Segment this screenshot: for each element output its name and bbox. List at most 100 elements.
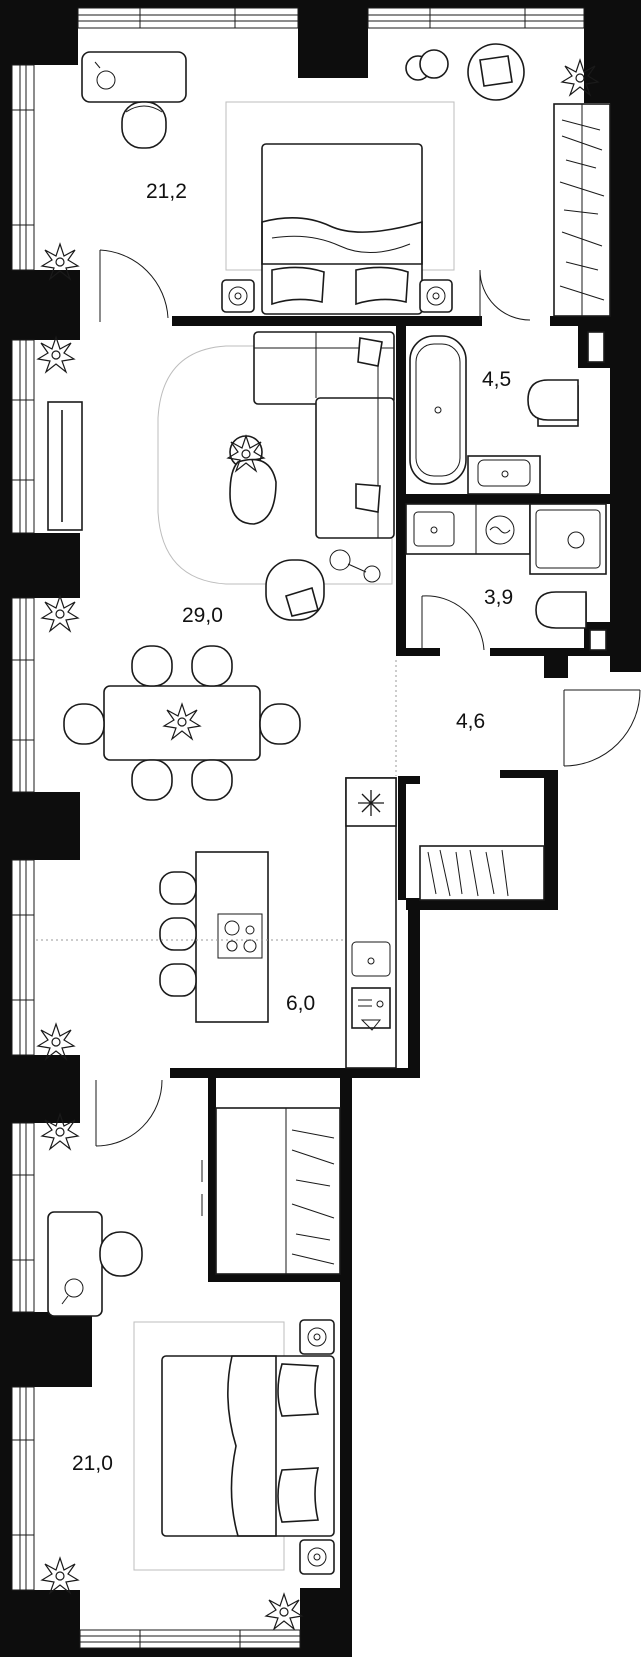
nightstand (299, 1319, 335, 1355)
bar-stool (159, 963, 197, 997)
toilet-bowl (535, 591, 587, 629)
coffee-table (229, 458, 277, 525)
tv-console (47, 401, 83, 531)
bathtub (409, 335, 467, 485)
pillow (271, 266, 325, 306)
sofa-chaise (315, 397, 395, 539)
area-label-bedroom-bottom: 21,0 (72, 1452, 113, 1475)
kitchen-island (195, 851, 269, 1023)
dish-icon (358, 999, 384, 1031)
windows (11, 7, 585, 1649)
door-swing (95, 1079, 163, 1147)
wall-top (78, 0, 584, 8)
door-swing (479, 269, 531, 321)
dining-table (103, 685, 261, 761)
floor-lamp (363, 565, 381, 583)
wardrobe-hangers (559, 104, 605, 316)
window (11, 1122, 35, 1313)
fridge (345, 777, 397, 827)
snowflake-icon (358, 790, 384, 816)
chair (191, 759, 233, 801)
wall-bath (396, 316, 406, 656)
wall-entry (500, 770, 558, 778)
rug (157, 345, 393, 585)
bedroom-top-furniture (81, 43, 611, 317)
area-label-bathroom: 4,5 (482, 368, 511, 391)
wall-bath (490, 648, 610, 656)
side-table (419, 49, 449, 79)
area-label-bedroom-top: 21,2 (146, 180, 187, 203)
wall-pier (0, 1055, 80, 1123)
hall-wardrobe (419, 845, 545, 901)
wall-entry (398, 776, 420, 784)
plant-icon (41, 595, 79, 632)
wall-bath (396, 494, 610, 504)
window (11, 1386, 35, 1591)
chair (99, 1231, 143, 1277)
nightstand (419, 279, 453, 313)
door-swing (421, 595, 485, 651)
plant-icon (37, 1023, 75, 1060)
wall-pier (0, 792, 80, 860)
toilet-bowl (527, 379, 579, 421)
wall-pier (0, 1590, 80, 1657)
area-labels: 21,2 4,5 29,0 3,9 4,6 6,0 21,0 (72, 180, 513, 1475)
window (367, 7, 585, 29)
wall-kitchen (340, 1068, 420, 1078)
wall-pier (300, 1588, 352, 1657)
closet (215, 1107, 341, 1275)
nightstand (221, 279, 255, 313)
wall-bath (406, 648, 440, 656)
living-room-furniture (47, 331, 397, 801)
desk-lamp (96, 70, 116, 90)
vanity (467, 455, 541, 495)
area-label-living-room: 29,0 (182, 604, 223, 627)
wall-pier (298, 0, 368, 78)
chair (131, 645, 173, 687)
cooktop (217, 913, 263, 959)
dishwasher (351, 987, 391, 1029)
wall-bottom (80, 1648, 300, 1657)
wall-pier (0, 1312, 92, 1387)
plant-icon (37, 336, 75, 373)
wall-right-lower (340, 1068, 352, 1588)
pillow (277, 1363, 320, 1417)
wall-pier (0, 270, 80, 340)
laundry-furniture (405, 503, 607, 629)
pillow (277, 1467, 320, 1523)
desk (47, 1211, 103, 1317)
window (11, 597, 35, 793)
door-swing (99, 249, 169, 322)
chair (63, 703, 105, 745)
pillow (355, 266, 409, 306)
window (77, 7, 299, 29)
wall-entry (544, 656, 568, 678)
wall-right (610, 0, 641, 672)
shaft (587, 331, 605, 363)
cushion (355, 483, 381, 513)
window (11, 339, 35, 534)
area-label-kitchen: 6,0 (286, 992, 315, 1015)
chair (121, 101, 167, 149)
window (11, 859, 35, 1056)
wall-entry (398, 776, 406, 900)
window (11, 64, 35, 271)
plant-icon (265, 1593, 303, 1630)
chair (259, 703, 301, 745)
duvet (227, 1355, 277, 1537)
wall-pier (0, 0, 78, 65)
wall-pier (0, 533, 80, 598)
window (79, 1629, 301, 1649)
wall-partition (172, 316, 482, 326)
hallway-furniture (419, 845, 545, 901)
entry-door (563, 689, 641, 767)
bar-stool (159, 871, 197, 905)
shaft (589, 629, 607, 651)
wall-entry (406, 898, 558, 910)
wall-closet (208, 1078, 216, 1282)
sink (351, 941, 391, 977)
wall-entry (408, 910, 420, 1078)
area-label-hallway: 4,6 (456, 710, 485, 733)
